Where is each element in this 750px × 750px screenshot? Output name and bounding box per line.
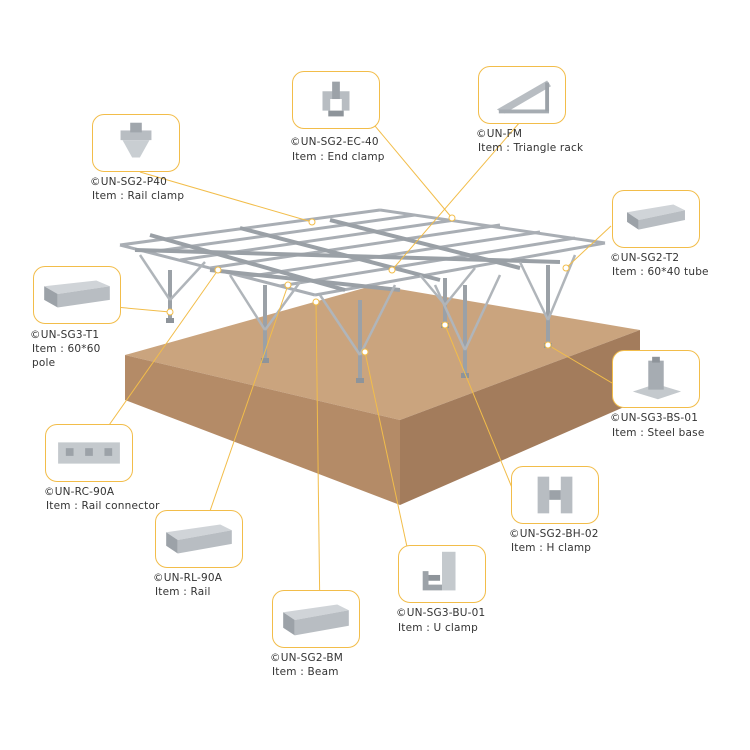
component-code: ©UN-SG2-P40 [90, 176, 167, 188]
callout-dots [166, 214, 570, 356]
component-code: ©UN-RL-90A [153, 572, 223, 584]
rail-icon [155, 510, 243, 568]
ground-block-top [125, 285, 640, 420]
component-item: Item : Beam [272, 666, 339, 678]
h-clamp-icon [511, 466, 599, 524]
ground-block-left [125, 355, 400, 505]
component-code: ©UN-SG2-BH-02 [509, 528, 599, 540]
end-clamp-icon [292, 71, 380, 129]
component-item: Item : Rail [155, 586, 211, 598]
component-item: Item : U clamp [398, 622, 478, 634]
pole-icon [33, 266, 121, 324]
tube-icon [612, 190, 700, 248]
component-item: Item : H clamp [511, 542, 592, 554]
u-clamp-icon [398, 545, 486, 603]
component-code: ©UN-SG2-EC-40 [290, 136, 379, 148]
component-code: ©UN-SG3-BU-01 [396, 607, 486, 619]
callout-lines [87, 119, 613, 621]
component-item: Item : Rail connector [46, 500, 160, 512]
component-item: Item : 60*60 [32, 343, 101, 355]
triangle-rack-icon [478, 66, 566, 124]
component-item: Item : Triangle rack [478, 142, 584, 154]
component-code: ©UN-FM [476, 128, 523, 140]
component-item: Item : 60*40 tube [612, 266, 709, 278]
component-item: Item : Rail clamp [92, 190, 185, 202]
rail-connector-icon [45, 424, 133, 482]
component-code: ©UN-SG3-T1 [30, 329, 100, 341]
steel-base-icon [612, 350, 700, 408]
ground-block-right [400, 330, 640, 505]
component-item-line2: pole [32, 357, 56, 369]
rail-clamp-icon [92, 114, 180, 172]
component-code: ©UN-SG2-T2 [610, 252, 680, 264]
beam-icon [272, 590, 360, 648]
component-item: Item : Steel base [612, 427, 705, 439]
component-code: ©UN-RC-90A [44, 486, 115, 498]
component-item: Item : End clamp [292, 151, 385, 163]
component-code: ©UN-SG2-BM [270, 652, 343, 664]
component-code: ©UN-SG3-BS-01 [610, 412, 699, 424]
